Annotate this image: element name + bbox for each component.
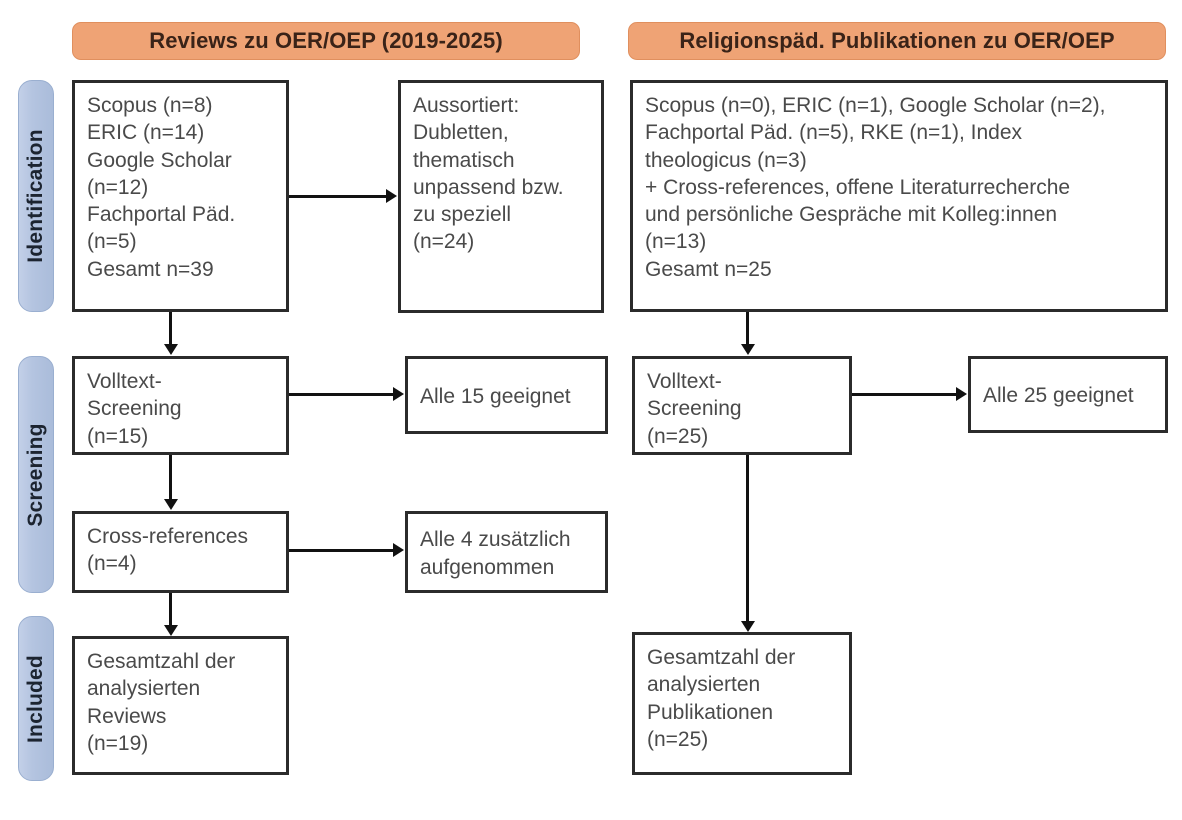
column-header-religionspaed-label: Religionspäd. Publikationen zu OER/OEP (679, 28, 1115, 53)
box-right-included-total: Gesamtzahl der analysierten Publikatione… (632, 632, 852, 775)
box-right-all-suitable: Alle 25 geeignet (968, 356, 1168, 433)
connector-right-sources-to-screening (746, 312, 749, 344)
box-right-identification-sources: Scopus (n=0), ERIC (n=1), Google Scholar… (630, 80, 1168, 312)
box-left-all-suitable: Alle 15 geeignet (405, 356, 608, 434)
connector-right-screening-to-suitable (852, 393, 956, 396)
box-left-identification-sources: Scopus (n=8) ERIC (n=14) Google Scholar … (72, 80, 289, 312)
arrowhead-left-sources-to-screening (164, 344, 178, 355)
stage-bar-included: Included (18, 616, 54, 781)
connector-left-crossrefs-to-added (289, 549, 393, 552)
arrowhead-right-screening-to-included (741, 621, 755, 632)
stage-bar-screening: Screening (18, 356, 54, 593)
connector-right-screening-to-included (746, 455, 749, 621)
connector-left-sources-to-excluded (289, 195, 386, 198)
stage-bar-identification: Identification (18, 80, 54, 312)
connector-left-screening-to-crossrefs (169, 455, 172, 499)
connector-left-screening-to-suitable (289, 393, 393, 396)
stage-label-screening: Screening (24, 422, 47, 527)
connector-left-crossrefs-to-included (169, 593, 172, 625)
connector-left-sources-to-screening (169, 312, 172, 344)
arrowhead-left-crossrefs-to-included (164, 625, 178, 636)
box-left-all-added: Alle 4 zusätzlich aufgenommen (405, 511, 608, 593)
stage-label-included: Included (24, 654, 47, 743)
arrowhead-left-crossrefs-to-added (393, 543, 404, 557)
column-header-religionspaed: Religionspäd. Publikationen zu OER/OEP (628, 22, 1166, 60)
column-header-reviews-label: Reviews zu OER/OEP (2019-2025) (149, 28, 503, 53)
box-left-excluded: Aussortiert: Dubletten, thematisch unpas… (398, 80, 604, 313)
box-right-fulltext-screening: Volltext- Screening (n=25) (632, 356, 852, 455)
arrowhead-left-screening-to-crossrefs (164, 499, 178, 510)
arrowhead-left-screening-to-suitable (393, 387, 404, 401)
stage-label-identification: Identification (24, 129, 47, 263)
box-left-cross-references: Cross-references (n=4) (72, 511, 289, 593)
column-header-reviews: Reviews zu OER/OEP (2019-2025) (72, 22, 580, 60)
box-left-included-total: Gesamtzahl der analysierten Reviews (n=1… (72, 636, 289, 775)
arrowhead-right-screening-to-suitable (956, 387, 967, 401)
box-left-fulltext-screening: Volltext- Screening (n=15) (72, 356, 289, 455)
arrowhead-left-sources-to-excluded (386, 189, 397, 203)
arrowhead-right-sources-to-screening (741, 344, 755, 355)
